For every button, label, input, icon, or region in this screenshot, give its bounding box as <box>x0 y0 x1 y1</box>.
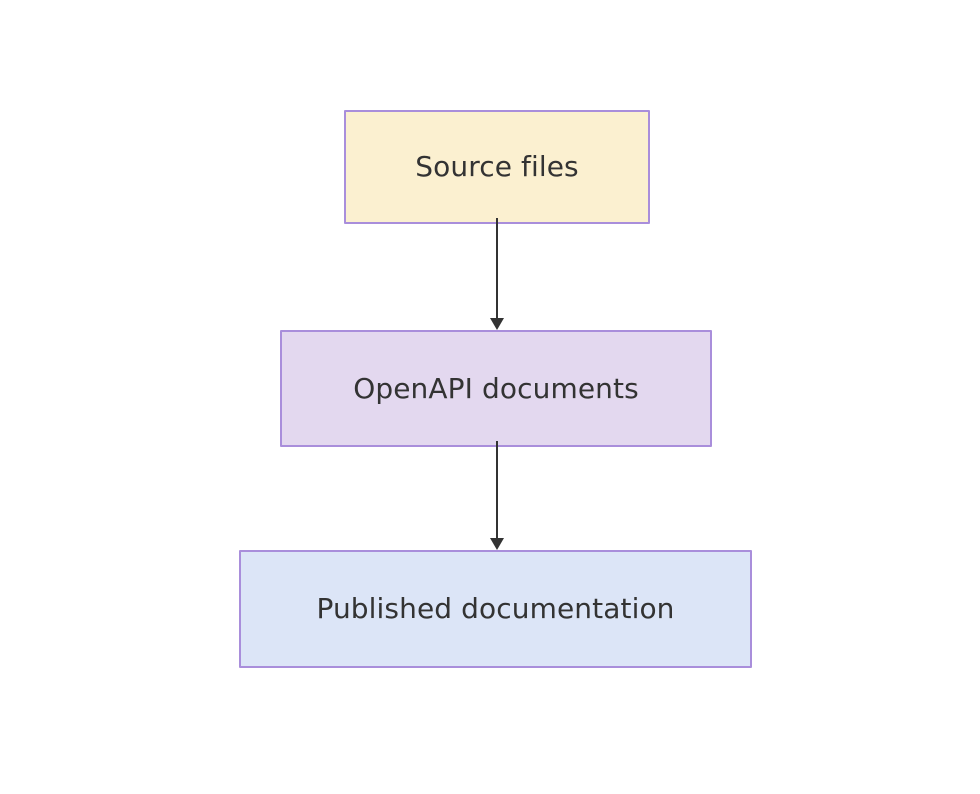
arrowhead-icon <box>490 318 504 330</box>
flow-node-source-files[interactable]: Source files <box>344 110 650 224</box>
flow-edge-source-to-openapi <box>490 218 504 330</box>
flow-node-label: Published documentation <box>316 592 675 626</box>
arrowhead-icon <box>490 538 504 550</box>
flow-node-label: Source files <box>415 150 579 184</box>
flow-node-label: OpenAPI documents <box>353 371 639 405</box>
flow-node-openapi-documents[interactable]: OpenAPI documents <box>280 330 712 447</box>
flow-edge-openapi-to-published <box>490 441 504 550</box>
flow-node-published-documentation[interactable]: Published documentation <box>239 550 752 668</box>
